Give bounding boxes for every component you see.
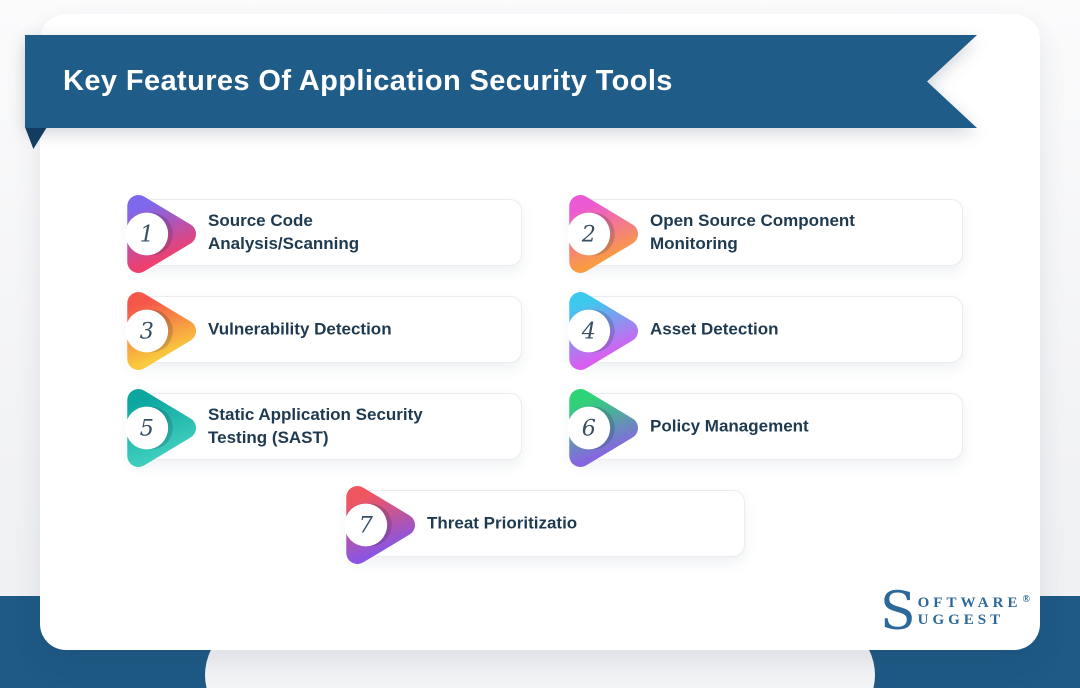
logo-initial: S bbox=[880, 582, 916, 642]
numbered-triangle-icon: 2 bbox=[567, 195, 638, 274]
feature-label: Vulnerability Detection bbox=[208, 319, 392, 339]
feature-label: Source Code Analysis/Scanning bbox=[208, 211, 360, 253]
feature-number: 2 bbox=[581, 221, 596, 247]
feature-number: 1 bbox=[140, 221, 154, 247]
logo-word-top: OFTWARE bbox=[917, 595, 1022, 611]
softwaresuggest-logo: S OFTWARE ® UGGEST bbox=[880, 582, 1030, 642]
numbered-triangle-icon: 1 bbox=[125, 195, 196, 274]
numbered-triangle-icon: 3 bbox=[125, 292, 196, 371]
ribbon-banner: Key Features Of Application Security Too… bbox=[25, 35, 977, 128]
page-title: Key Features Of Application Security Too… bbox=[63, 65, 673, 97]
feature-label: Policy Management bbox=[650, 416, 809, 436]
feature-item-7: 7 Threat Prioritizatio bbox=[337, 484, 745, 566]
feature-label: Static Application Security Testing (SAS… bbox=[208, 405, 423, 447]
registered-mark: ® bbox=[1022, 594, 1030, 605]
feature-label: Threat Prioritizatio bbox=[427, 513, 578, 533]
feature-item-1: 1 Source Code Analysis/Scanning bbox=[118, 193, 522, 275]
feature-number: 4 bbox=[581, 318, 596, 344]
numbered-triangle-icon: 4 bbox=[567, 292, 638, 371]
feature-item-2: 2 Open Source Component Monitoring bbox=[560, 193, 963, 275]
numbered-triangle-icon: 6 bbox=[567, 389, 638, 468]
feature-item-3: 3 Vulnerability Detection bbox=[118, 290, 522, 372]
feature-label: Asset Detection bbox=[650, 319, 779, 339]
feature-item-4: 4 Asset Detection bbox=[560, 290, 963, 372]
feature-label: Open Source Component Monitoring bbox=[650, 211, 855, 253]
header-ribbon: Key Features Of Application Security Too… bbox=[25, 35, 977, 128]
feature-number: 6 bbox=[582, 415, 596, 441]
feature-number: 5 bbox=[140, 415, 154, 441]
numbered-triangle-icon: 7 bbox=[344, 486, 415, 564]
feature-item-6: 6 Policy Management bbox=[560, 387, 963, 469]
logo-word-bottom: UGGEST bbox=[917, 612, 1005, 628]
feature-number: 7 bbox=[359, 512, 374, 538]
numbered-triangle-icon: 5 bbox=[125, 389, 196, 468]
feature-item-5: 5 Static Application Security Testing (S… bbox=[118, 387, 522, 469]
feature-number: 3 bbox=[140, 318, 154, 344]
